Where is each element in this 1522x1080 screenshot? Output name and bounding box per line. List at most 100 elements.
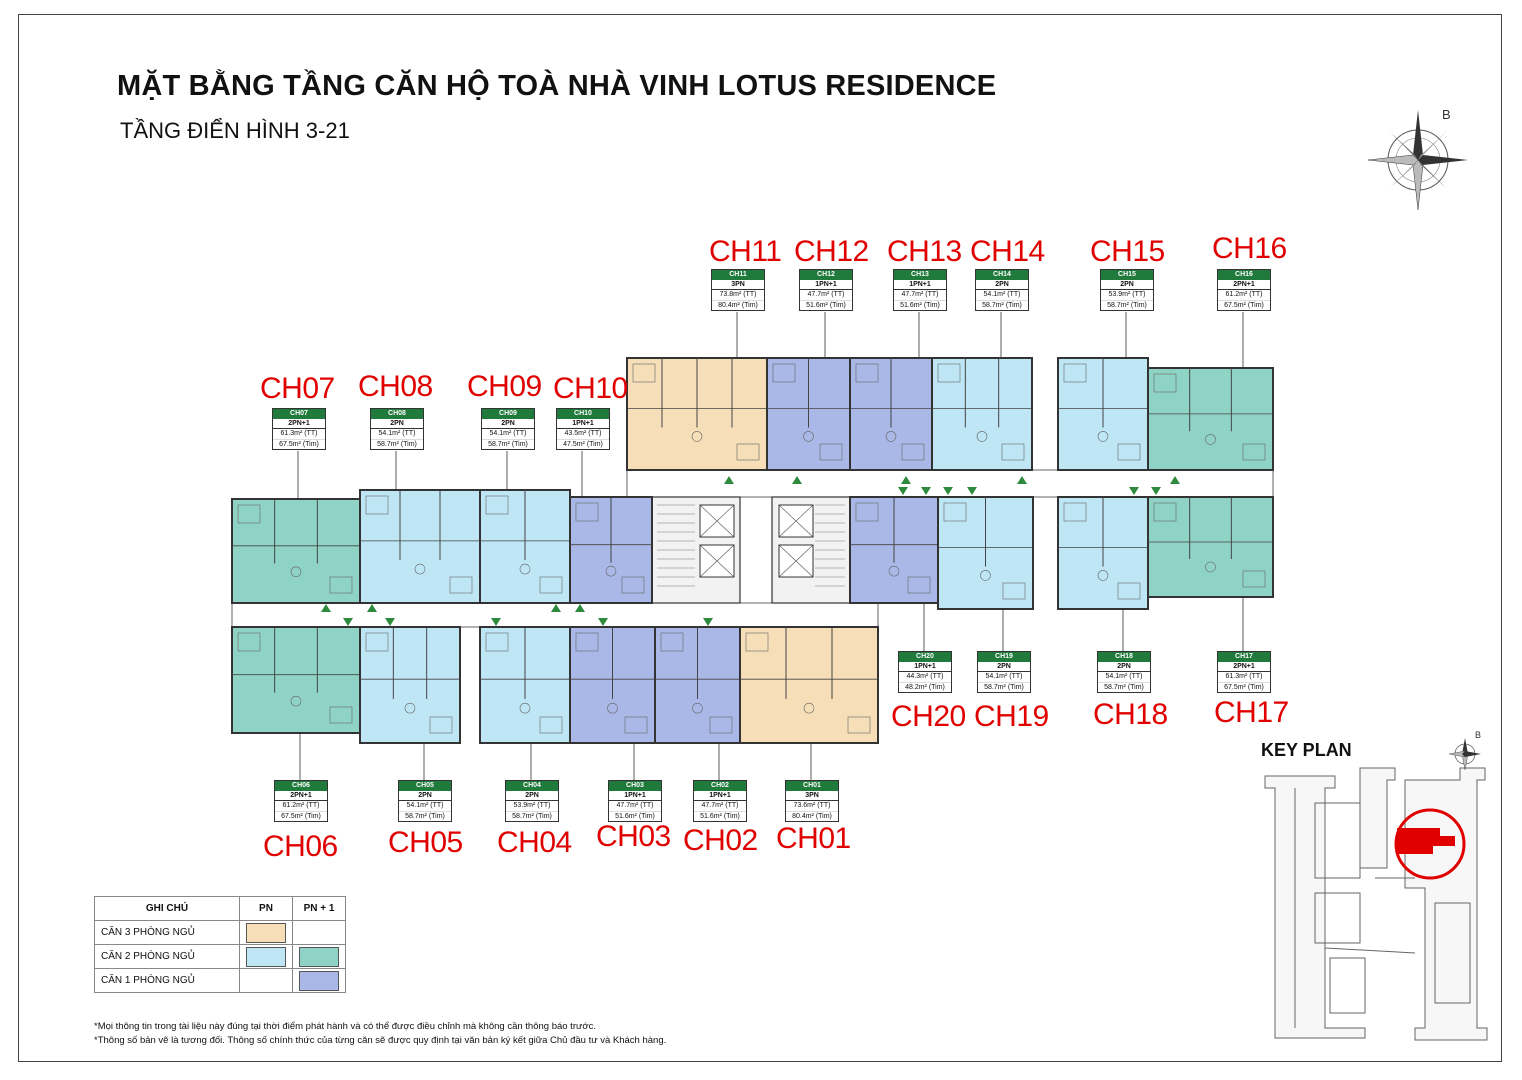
unit-card-area-tt: 54.1m² (TT) xyxy=(482,429,534,440)
unit-card-type: 2PN xyxy=(978,662,1030,672)
legend-row-label: CĂN 1 PHÒNG NGỦ xyxy=(94,968,240,993)
unit-card-area-tim: 67.5m² (Tim) xyxy=(1224,301,1264,309)
unit-label-ch13: CH13 xyxy=(887,235,962,268)
unit-card-type: 2PN xyxy=(482,419,534,429)
unit-card-area-tim: 51.6m² (Tim) xyxy=(615,812,655,820)
unit-card-area-tim: 80.4m² (Tim) xyxy=(792,812,832,820)
bed-icon xyxy=(660,632,684,652)
unit-label-ch07: CH07 xyxy=(260,372,335,405)
bed-icon xyxy=(855,502,879,522)
unit-card-code: CH09 xyxy=(482,409,534,419)
unit-card-area-tt: 73.8m² (TT) xyxy=(712,290,764,301)
unit-card-area-tt: 54.1m² (TT) xyxy=(976,290,1028,301)
dining-table-icon xyxy=(1205,434,1216,445)
dining-table-icon xyxy=(605,565,617,577)
unit-card-area-tim: 51.6m² (Tim) xyxy=(700,812,740,820)
bed-icon xyxy=(429,716,453,734)
bed-icon xyxy=(575,502,599,522)
unit-card-area-tim: 67.5m² (Tim) xyxy=(1224,683,1264,691)
unit-block-ch06 xyxy=(231,626,361,734)
dining-table-icon xyxy=(803,702,815,714)
bed-icon xyxy=(632,363,656,383)
unit-card-area-tt: 43.5m² (TT) xyxy=(557,429,609,440)
unit-card-type: 1PN+1 xyxy=(609,791,661,801)
bed-icon xyxy=(624,716,648,734)
entry-arrow-icon xyxy=(967,487,977,495)
bed-icon xyxy=(329,576,353,594)
unit-card-code: CH07 xyxy=(273,409,325,419)
bed-icon xyxy=(485,495,509,515)
unit-label-ch09: CH09 xyxy=(467,370,542,403)
unit-card-area-tt: 61.2m² (TT) xyxy=(1218,290,1270,301)
legend-table: GHI CHÚ PN PN + 1 CĂN 3 PHÒNG NGỦ CĂN 2 … xyxy=(94,896,346,993)
bed-icon xyxy=(1117,443,1141,461)
unit-label-ch08: CH08 xyxy=(358,370,433,403)
unit-block-ch05 xyxy=(359,626,461,744)
north-compass-icon: B xyxy=(1368,107,1468,211)
unit-label-ch11: CH11 xyxy=(709,235,782,268)
bed-icon xyxy=(1117,582,1141,600)
unit-card-type: 2PN xyxy=(976,280,1028,290)
unit-card-type: 1PN+1 xyxy=(899,662,951,672)
bed-icon xyxy=(1001,443,1025,461)
page-subtitle: TẦNG ĐIỂN HÌNH 3-21 xyxy=(120,118,350,143)
unit-card-area-tt: 54.1m² (TT) xyxy=(399,801,451,812)
unit-label-ch17: CH17 xyxy=(1214,696,1289,729)
unit-card-area-tt: 53.9m² (TT) xyxy=(506,801,558,812)
entry-arrow-icon xyxy=(724,476,734,484)
dining-table-icon xyxy=(691,431,703,442)
legend-swatch-three-bed xyxy=(246,922,286,943)
unit-card-code: CH10 xyxy=(557,409,609,419)
footnotes: *Mọi thông tin trong tài liệu này đúng t… xyxy=(94,1020,666,1048)
dining-table-icon xyxy=(414,563,426,575)
unit-card-area-tim: 47.5m² (Tim) xyxy=(563,440,603,448)
unit-card-type: 2PN+1 xyxy=(1218,662,1270,672)
entry-arrow-icon xyxy=(1170,476,1180,484)
dining-table-icon xyxy=(980,570,991,581)
entry-arrow-icon xyxy=(1151,487,1161,495)
unit-label-ch05: CH05 xyxy=(388,826,463,859)
compass-letter: B xyxy=(1442,107,1451,122)
unit-block-ch16 xyxy=(1147,367,1274,471)
unit-card-type: 2PN+1 xyxy=(273,419,325,429)
dining-table-icon xyxy=(519,702,531,714)
bed-icon xyxy=(847,716,871,734)
unit-card-area-tt: 53.9m² (TT) xyxy=(1101,290,1153,301)
unit-card-area-tt: 47.7m² (TT) xyxy=(800,290,852,301)
dining-table-icon xyxy=(1097,431,1109,442)
unit-card-code: CH05 xyxy=(399,781,451,791)
unit-card-type: 2PN xyxy=(506,791,558,801)
unit-label-ch14: CH14 xyxy=(970,235,1045,268)
unit-card-type: 2PN+1 xyxy=(275,791,327,801)
page-title: MẶT BẰNG TẦNG CĂN HỘ TOÀ NHÀ VINH LOTUS … xyxy=(117,70,997,102)
dining-table-icon xyxy=(290,566,302,578)
bed-icon xyxy=(907,576,931,594)
bed-icon xyxy=(943,502,967,522)
unit-card-code: CH17 xyxy=(1218,652,1270,662)
entry-arrow-icon xyxy=(598,618,608,626)
unit-label-ch04: CH04 xyxy=(497,826,572,859)
entry-arrow-icon xyxy=(385,618,395,626)
bed-icon xyxy=(539,716,563,734)
unit-card-area-tim: 51.6m² (Tim) xyxy=(806,301,846,309)
bed-icon xyxy=(329,706,353,724)
entry-arrow-icon xyxy=(703,618,713,626)
unit-label-ch19: CH19 xyxy=(974,700,1049,733)
entry-arrow-icon xyxy=(901,476,911,484)
entry-arrow-icon xyxy=(551,604,561,612)
unit-card-area-tim: 58.7m² (Tim) xyxy=(488,440,528,448)
bed-icon xyxy=(1153,373,1177,393)
unit-label-ch20: CH20 xyxy=(891,700,966,733)
unit-card-code: CH04 xyxy=(506,781,558,791)
